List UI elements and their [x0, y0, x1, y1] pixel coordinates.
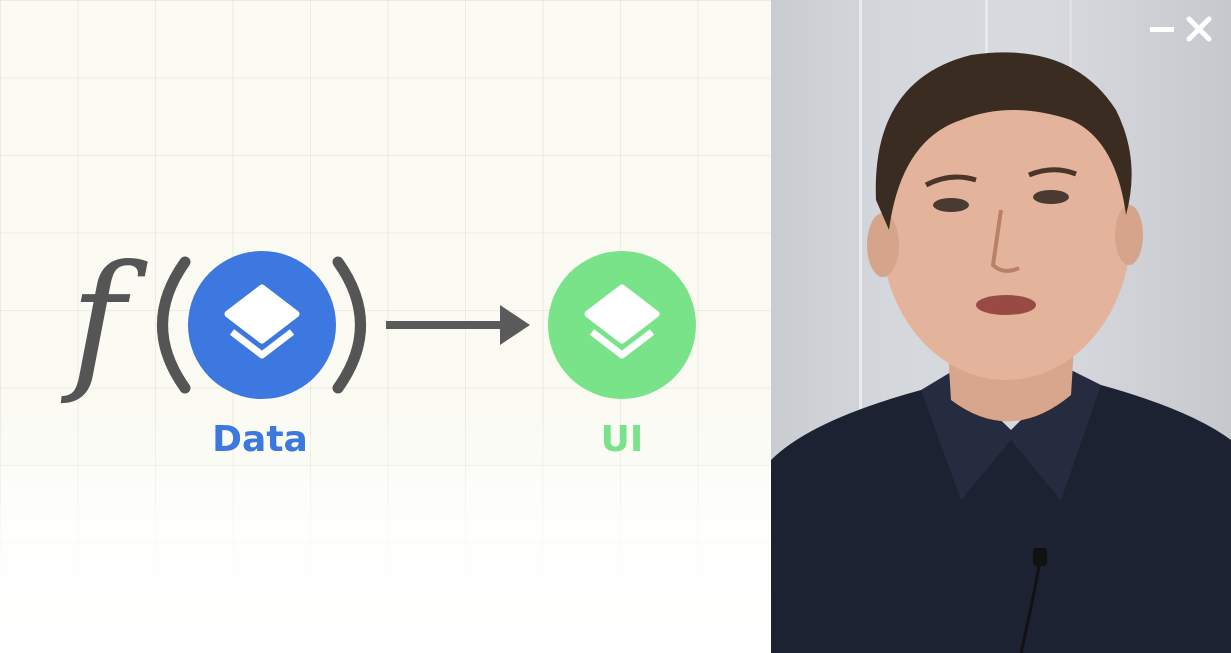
- layers-icon: [224, 284, 300, 359]
- presenter-video: [771, 0, 1231, 653]
- open-paren: [157, 256, 191, 394]
- function-symbol: f: [60, 234, 148, 408]
- ui-label: UI: [600, 419, 644, 460]
- arrow: [386, 305, 530, 345]
- close-icon: [1186, 16, 1212, 42]
- minimize-icon: [1150, 27, 1174, 32]
- minimize-button[interactable]: [1147, 14, 1177, 44]
- close-button[interactable]: [1184, 14, 1214, 44]
- close-paren: [332, 256, 366, 394]
- data-node: [188, 251, 336, 399]
- presenter-figure: [771, 52, 1231, 653]
- layers-icon: [584, 284, 660, 359]
- data-label: Data: [212, 419, 308, 460]
- function-diagram: f: [60, 234, 696, 408]
- ui-node: [548, 251, 696, 399]
